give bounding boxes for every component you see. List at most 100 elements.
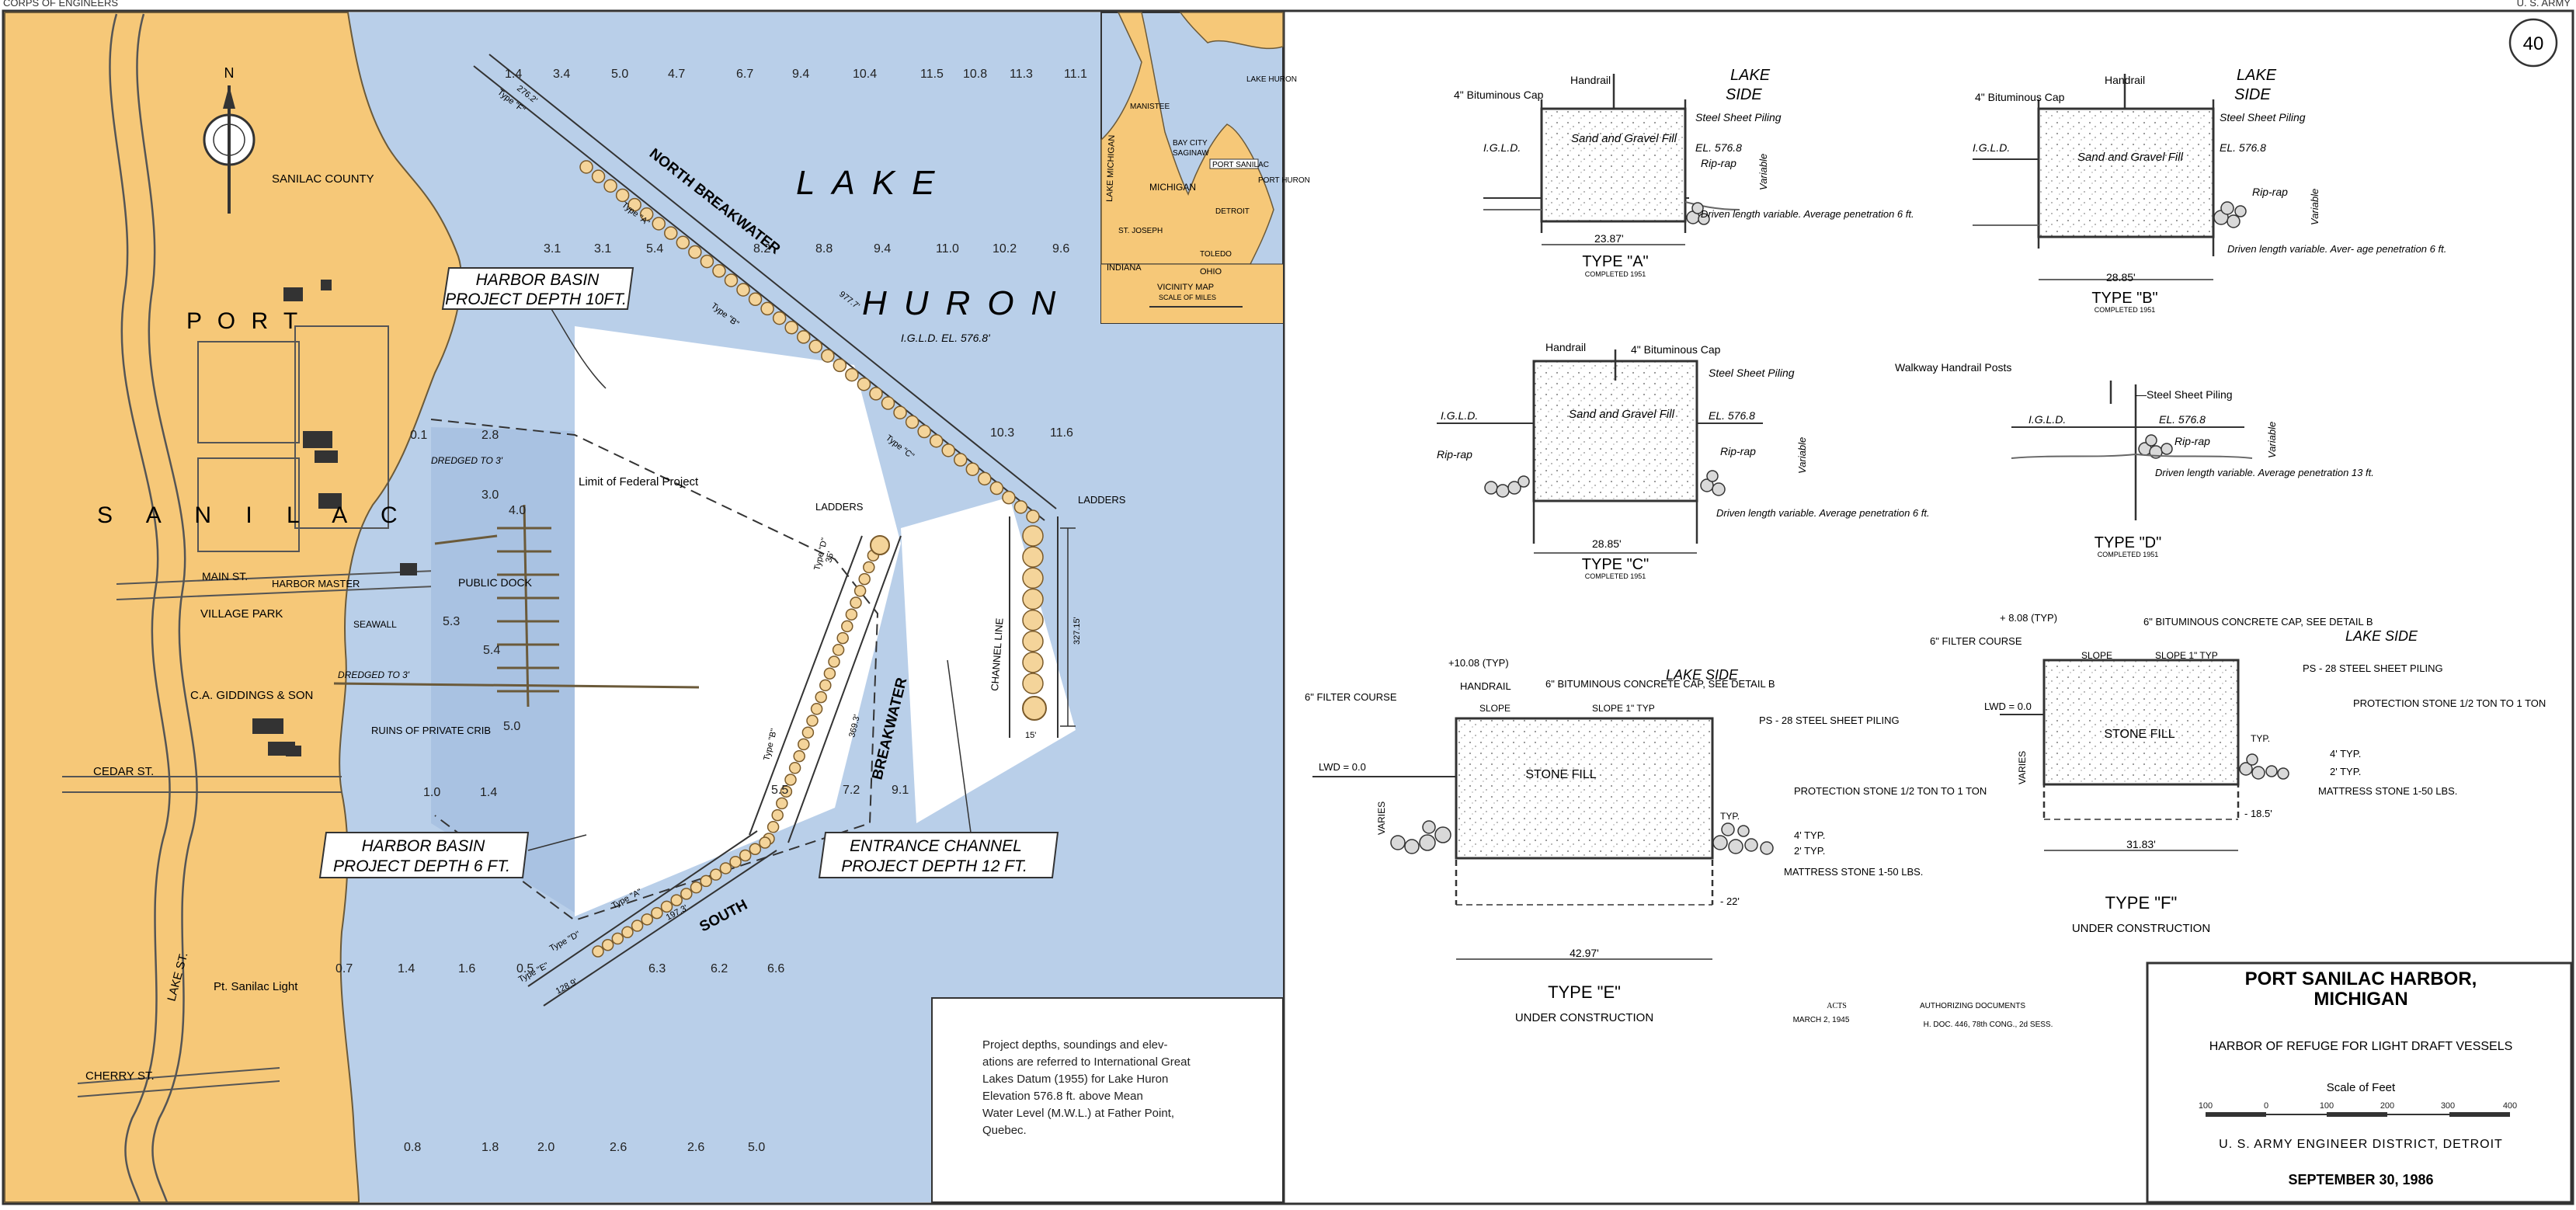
breakwater-stone: [810, 703, 823, 715]
breakwater-stone: [611, 932, 624, 945]
sounding: 2.6: [610, 1141, 627, 1154]
breakwater-stone: [651, 906, 663, 920]
scale-tick-label: 300: [2441, 1101, 2455, 1111]
breakwater-stone: [863, 561, 875, 574]
breakwater-stone: [929, 433, 944, 448]
building: [400, 563, 417, 575]
breakwater-edge: [543, 850, 777, 1007]
type-b-width: 28.85': [2106, 271, 2136, 283]
breakwater-stone: [719, 862, 732, 874]
sounding: 6.3: [648, 962, 666, 975]
sheet-number-circle: [2508, 18, 2558, 68]
inset-port-huron: PORT HURON: [1258, 176, 1310, 185]
light-label: Pt. Sanilac Light: [214, 980, 298, 993]
sounding: 5.0: [611, 68, 628, 81]
sounding: 10.3: [990, 426, 1014, 440]
breakwater-stone: [592, 945, 604, 958]
type-a-cap: 4" Bituminous Cap: [1454, 89, 1544, 101]
type-b-title: TYPE "B": [2091, 290, 2157, 307]
lake-label-1: LAKE: [796, 164, 952, 202]
section-type-f: [2000, 659, 2289, 851]
breakwater-head: [870, 535, 890, 555]
breakwater-stone: [1022, 588, 1044, 610]
type-c-handrail: Handrail: [1545, 341, 1586, 353]
village-park-label: VILLAGE PARK: [200, 607, 283, 621]
type-e-slope-typ: SLOPE 1" TYP: [1592, 703, 1655, 714]
type-f-lakeside: LAKE SIDE: [2345, 628, 2418, 644]
datum-label: I.G.L.D. EL. 576.8': [901, 332, 991, 344]
sounding: 1.4: [505, 68, 522, 81]
callout-channel-line1: ENTRANCE CHANNEL: [850, 837, 1022, 855]
dim-35: 35': [824, 551, 836, 564]
type-e-typ: TYP.: [1720, 811, 1740, 822]
giddings-label: C.A. GIDDINGS & SON: [190, 689, 313, 702]
type-f-status: UNDER CONSTRUCTION: [2072, 922, 2210, 935]
scale-tick-label: 200: [2380, 1101, 2394, 1111]
breakwater-stone: [1022, 630, 1044, 652]
breakwater-stone: [739, 849, 752, 862]
type-e-4typ: 4' TYP.: [1794, 829, 1825, 841]
sounding: 1.4: [398, 962, 415, 975]
building: [315, 450, 338, 463]
docs-value: H. DOC. 446, 78th CONG., 2d SESS.: [1924, 1021, 2053, 1029]
breakwater-head: [1022, 696, 1047, 721]
type-a-el: EL. 576.8: [1695, 141, 1742, 154]
type-f-mattress: MATTRESS STONE 1-50 LBS.: [2318, 785, 2457, 797]
breakwater-stone: [845, 367, 859, 382]
breakwater-stone: [603, 179, 617, 193]
federal-limit-line: [430, 419, 879, 922]
type-f-ps28: PS - 28 STEEL SHEET PILING: [2303, 662, 2443, 674]
building: [286, 746, 301, 756]
breakwater-stone: [712, 264, 726, 278]
type-e-title: TYPE "E": [1548, 982, 1621, 1002]
block-2: [197, 457, 300, 552]
south-breakwater: [527, 535, 902, 1007]
sounding: 9.1: [892, 784, 909, 797]
breakwater-stone: [845, 608, 858, 621]
federal-basin: [575, 326, 901, 916]
sounding: 9.4: [874, 242, 891, 256]
breakwater-stone: [759, 836, 771, 849]
breakwater-stone: [1022, 546, 1044, 568]
sounding: 1.6: [458, 962, 475, 975]
type-b-handrail: Handrail: [2105, 74, 2145, 86]
sounding: 6.6: [767, 962, 784, 975]
sounding: 7.2: [843, 784, 860, 797]
breakwater-stone: [784, 774, 797, 786]
inset-detroit: DETROIT: [1215, 207, 1250, 216]
type-c-piling: Steel Sheet Piling: [1709, 367, 1795, 379]
scale-tick-label: 100: [2320, 1101, 2334, 1111]
section-type-a: [1483, 74, 1740, 245]
breakwater-stone: [772, 311, 787, 325]
acts-value: MARCH 2, 1945: [1793, 1016, 1850, 1024]
type-c-cap: 4" Bituminous Cap: [1631, 343, 1721, 356]
breakwater-stone: [771, 808, 784, 822]
type-f-title: TYPE "F": [2105, 893, 2178, 913]
type-e-2typ: 2' TYP.: [1794, 845, 1825, 857]
breakwater-stone: [1013, 500, 1028, 514]
type-e-fill: STONE FILL: [1525, 768, 1596, 781]
type-c-riprap-right: Rip-rap: [1720, 445, 1756, 457]
sounding: 4.7: [668, 68, 685, 81]
type-e-varies: VARIES: [1376, 801, 1387, 835]
breakwater-stone: [823, 667, 836, 680]
breakwater-stone: [857, 377, 871, 391]
note-line: Elevation 576.8 ft. above Mean: [982, 1090, 1143, 1103]
inset-lake-michigan: LAKE MICHIGAN: [1105, 134, 1117, 202]
type-d-el: EL. 576.8: [2159, 413, 2206, 426]
type-f-bottom: - 18.5': [2244, 808, 2272, 819]
callout-basin-6: HARBOR BASIN PROJECT DEPTH 6 FT.: [318, 832, 587, 878]
section-type-e: [1312, 717, 1774, 960]
breakwater-stone: [828, 655, 840, 668]
scale-tick-label: 400: [2503, 1101, 2517, 1111]
title-line-1: PORT SANILAC HARBOR,: [2245, 968, 2477, 989]
breakwater-stone: [776, 797, 788, 810]
breakwater-stone: [941, 443, 955, 457]
callout-basin-10: HARBOR BASIN PROJECT DEPTH 10FT.: [441, 267, 634, 389]
docs-heading: AUTHORIZING DOCUMENTS: [1920, 1002, 2025, 1010]
breakwater-stone: [1022, 525, 1044, 547]
type-f-protection: PROTECTION STONE 1/2 TON TO 1 TON: [2353, 697, 2546, 709]
inset-toledo: TOLEDO: [1200, 250, 1232, 259]
title-subtitle: HARBOR OF REFUGE FOR LIGHT DRAFT VESSELS: [2209, 1040, 2513, 1053]
